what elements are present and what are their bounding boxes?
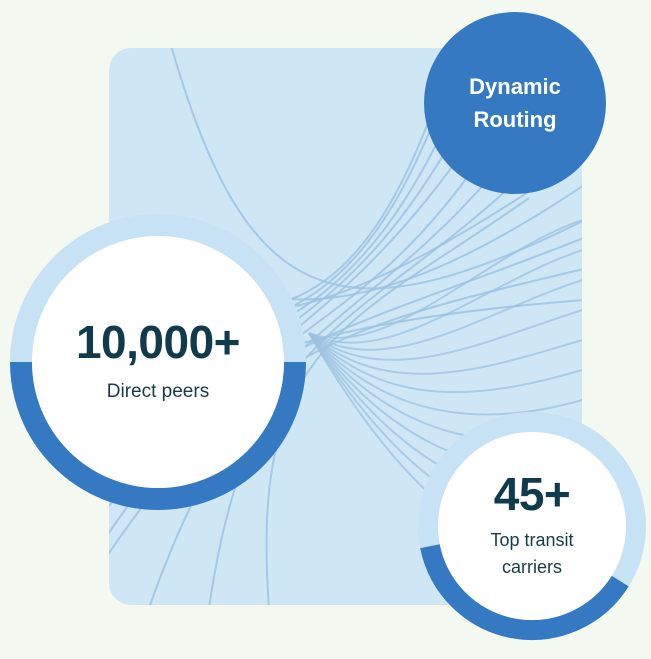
peers-inner-disc <box>32 236 284 488</box>
routing-line <box>308 309 582 361</box>
routing-line <box>170 48 582 290</box>
transit-count: 45+ <box>493 468 571 520</box>
transit-label-line2: carriers <box>501 557 562 577</box>
direct-peers-stat: 10,000+ Direct peers <box>10 214 306 510</box>
routing-line <box>308 332 582 375</box>
transit-carriers-stat: 45+ Top transit carriers <box>418 412 646 640</box>
transit-inner-disc <box>438 432 626 620</box>
dynamic-routing-line2: Routing <box>473 107 557 132</box>
peers-count: 10,000+ <box>75 316 241 369</box>
peers-ring-progress <box>10 361 306 510</box>
dynamic-routing-badge: Dynamic Routing <box>424 12 606 194</box>
transit-label-line1: Top transit <box>490 530 574 550</box>
routing-line <box>308 219 582 339</box>
routing-line <box>208 187 510 605</box>
dynamic-routing-line1: Dynamic <box>469 74 561 99</box>
peers-label: Direct peers <box>106 381 210 403</box>
routing-line <box>308 332 582 416</box>
transit-ring-progress <box>420 544 629 640</box>
routing-line <box>308 279 582 351</box>
routing-line <box>308 249 582 344</box>
routing-line <box>308 332 582 394</box>
